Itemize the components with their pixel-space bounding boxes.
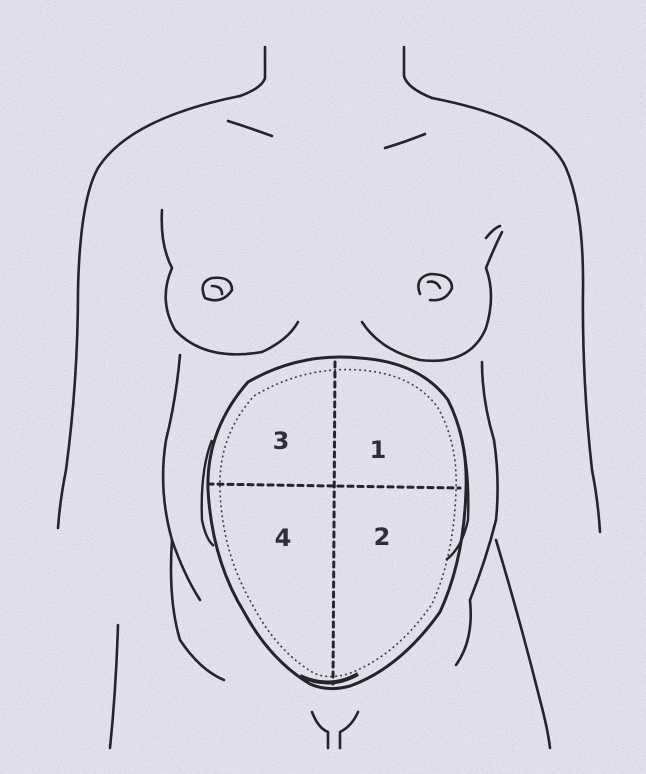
quadrant-label-lower-right: 2 <box>374 523 391 551</box>
quadrant-label-upper-left: 3 <box>273 427 290 455</box>
quadrant-label-lower-left: 4 <box>275 524 292 552</box>
quadrant-label-upper-right: 1 <box>370 436 387 464</box>
